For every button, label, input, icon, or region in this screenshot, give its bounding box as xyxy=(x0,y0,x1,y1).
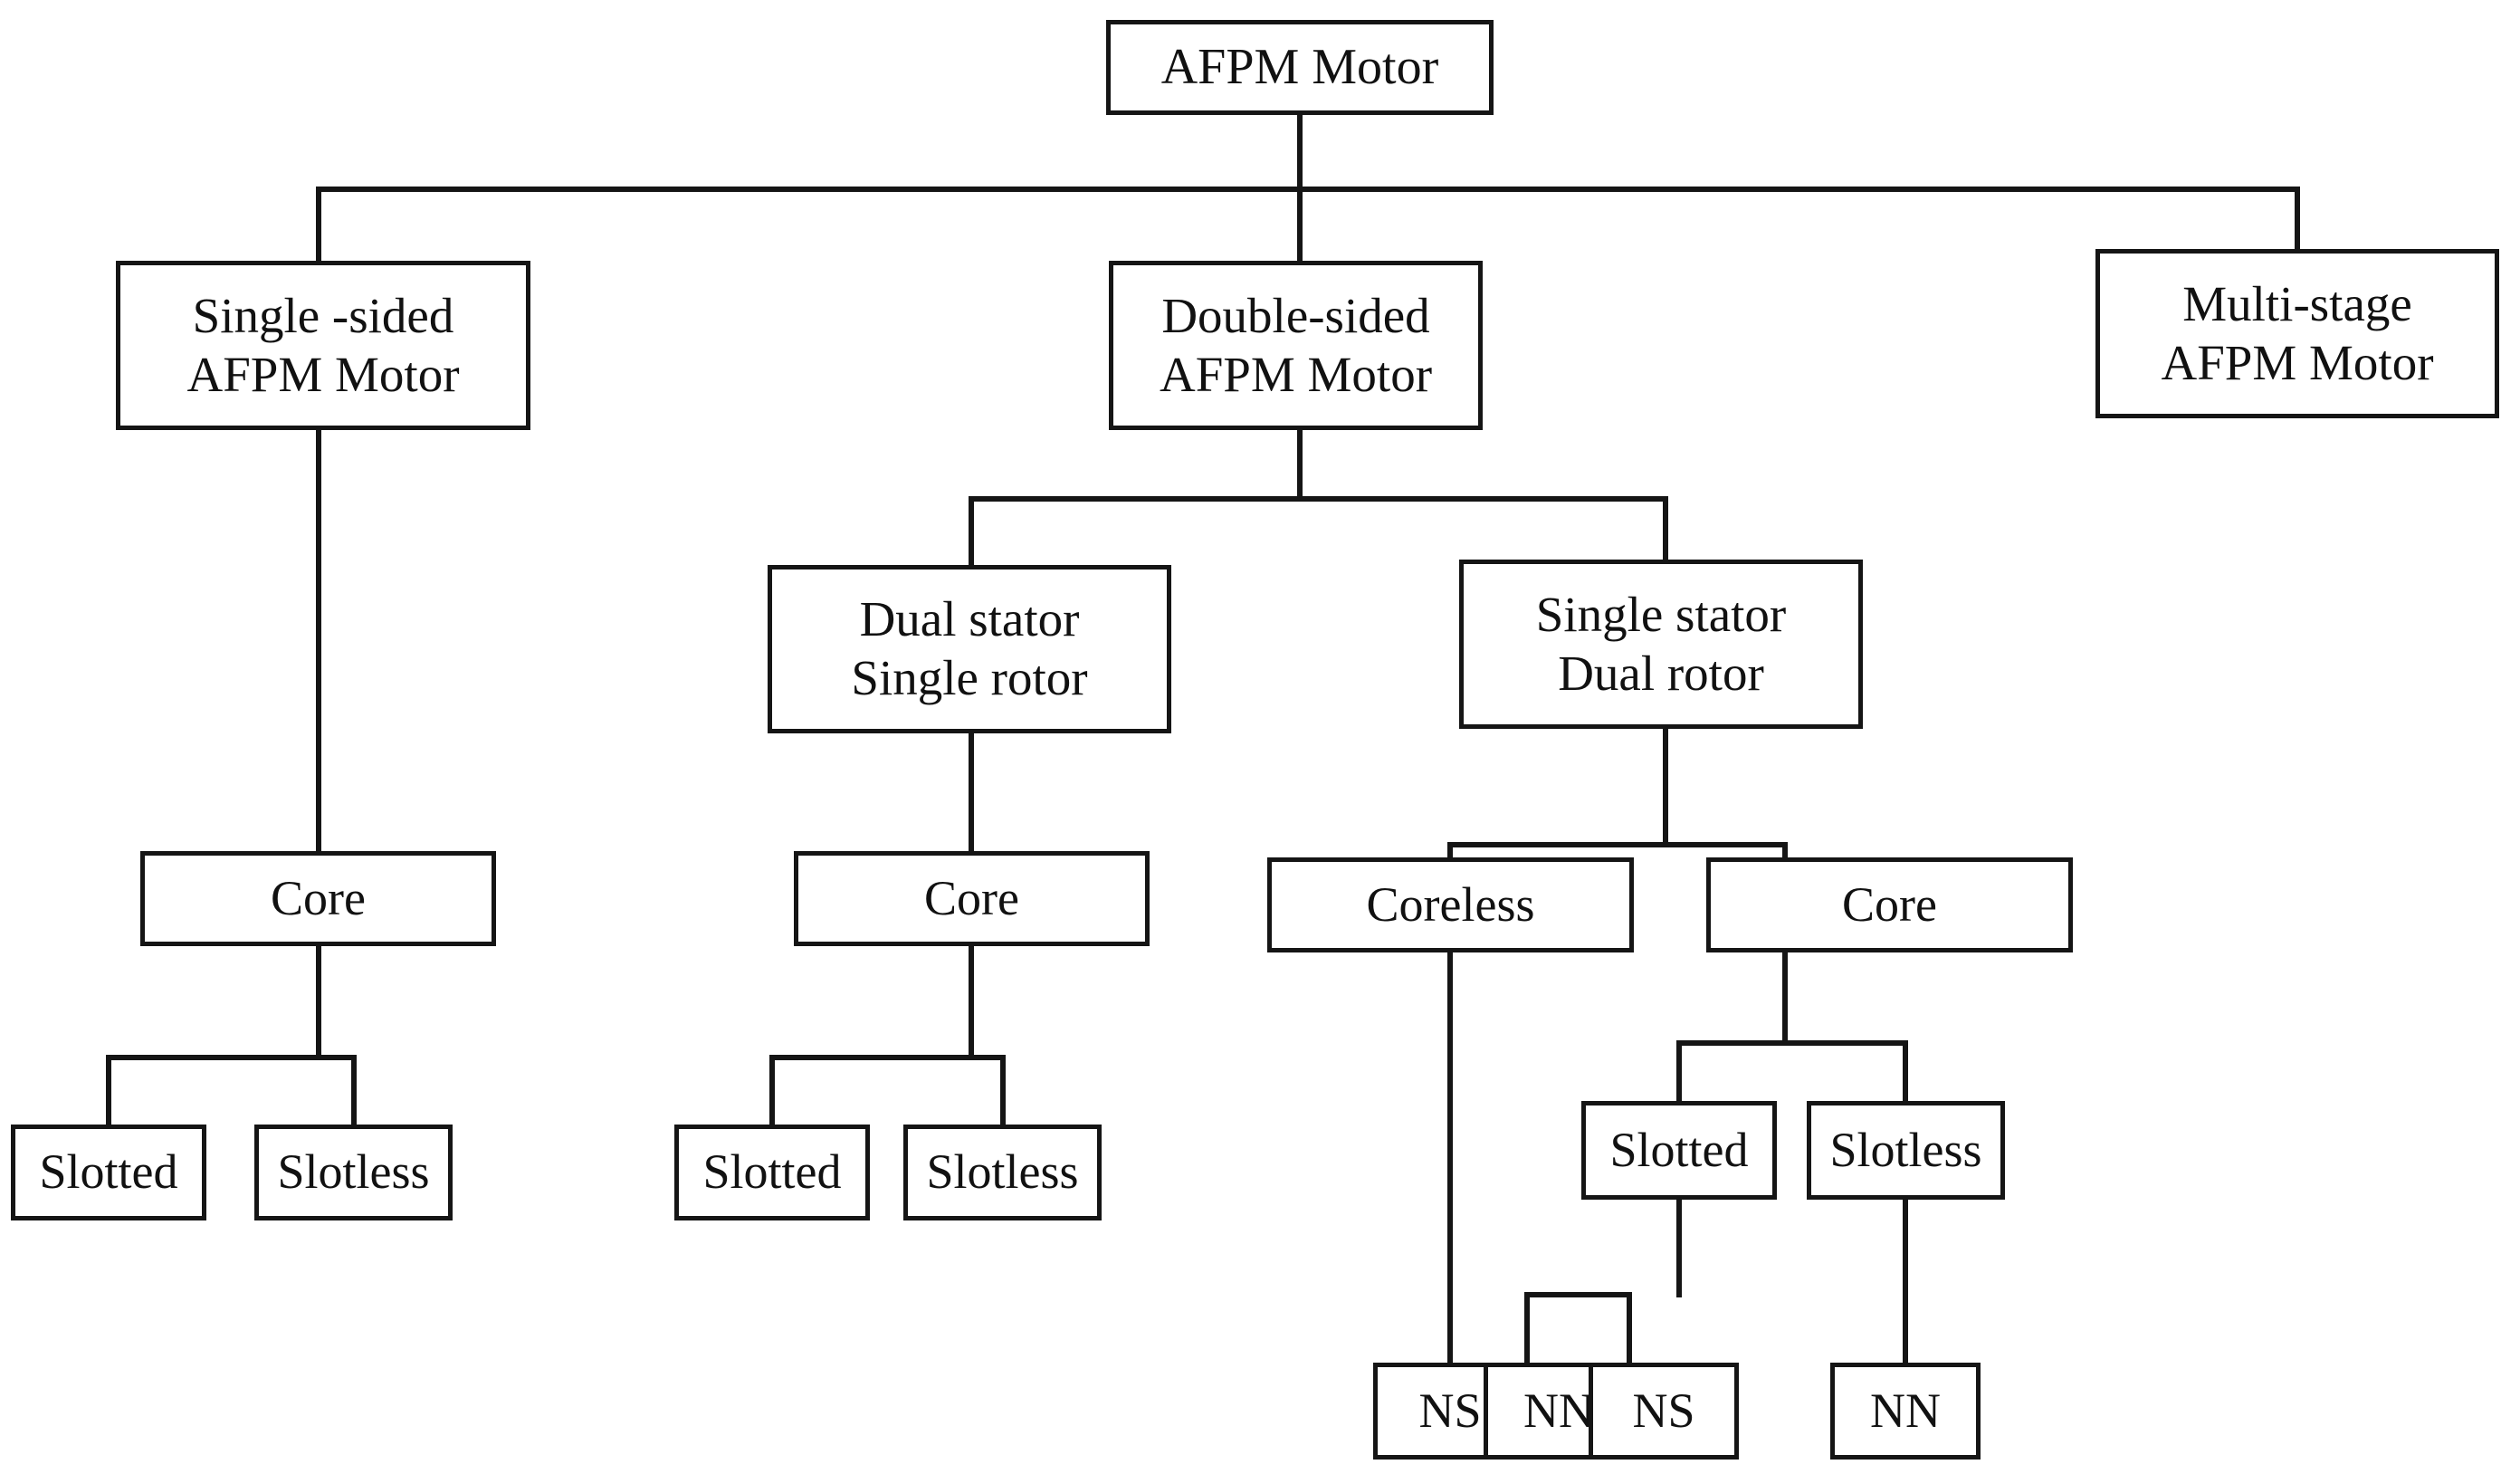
node-label-line-1: Single -sided xyxy=(192,287,454,343)
node-label-line-2: Single rotor xyxy=(851,650,1088,705)
node-slotted-right[interactable]: Slotted xyxy=(1581,1101,1777,1200)
node-core-middle[interactable]: Core xyxy=(794,851,1150,946)
node-ns-slotted[interactable]: NS xyxy=(1589,1363,1739,1460)
node-label: Slotted xyxy=(702,1144,842,1200)
node-slotted-left[interactable]: Slotted xyxy=(11,1125,206,1220)
node-label: Slotless xyxy=(1829,1122,1982,1177)
node-label: NS xyxy=(1632,1383,1695,1438)
node-label: Coreless xyxy=(1366,876,1535,932)
node-label: Slotted xyxy=(39,1144,178,1200)
node-single-sided-afpm-motor[interactable]: Single -sided AFPM Motor xyxy=(116,261,530,430)
node-multi-stage-afpm-motor[interactable]: Multi-stage AFPM Motor xyxy=(2095,249,2499,418)
node-coreless-right[interactable]: Coreless xyxy=(1267,857,1634,952)
node-label-line-1: Dual stator xyxy=(859,591,1080,647)
node-label: Slotless xyxy=(277,1144,430,1200)
node-label-line-1: Single stator xyxy=(1535,586,1787,642)
node-slotless-left[interactable]: Slotless xyxy=(254,1125,453,1220)
node-label-line-2: AFPM Motor xyxy=(1159,346,1433,402)
node-label: Core xyxy=(924,870,1019,925)
node-slotless-right[interactable]: Slotless xyxy=(1807,1101,2005,1200)
node-label-line-1: Multi-stage xyxy=(2182,275,2412,331)
node-label: Core xyxy=(1842,876,1937,932)
node-dual-stator-single-rotor[interactable]: Dual stator Single rotor xyxy=(768,565,1171,733)
node-label: AFPM Motor xyxy=(1160,39,1439,96)
node-label-line-2: Dual rotor xyxy=(1558,645,1764,701)
node-label-line-1: Double-sided xyxy=(1161,287,1430,343)
node-afpm-motor[interactable]: AFPM Motor xyxy=(1106,20,1494,115)
node-label-line-2: AFPM Motor xyxy=(186,346,460,402)
node-slotted-middle[interactable]: Slotted xyxy=(674,1125,870,1220)
node-label: Core xyxy=(271,870,366,925)
node-core-left[interactable]: Core xyxy=(140,851,496,946)
node-label: Slotted xyxy=(1609,1122,1749,1177)
node-label: NN xyxy=(1870,1383,1941,1438)
node-single-stator-dual-rotor[interactable]: Single stator Dual rotor xyxy=(1459,560,1863,729)
node-label: Slotless xyxy=(926,1144,1079,1200)
node-slotless-middle[interactable]: Slotless xyxy=(903,1125,1102,1220)
node-label: NS xyxy=(1418,1383,1482,1438)
node-double-sided-afpm-motor[interactable]: Double-sided AFPM Motor xyxy=(1109,261,1483,430)
node-nn-slotless[interactable]: NN xyxy=(1830,1363,1981,1460)
node-label: NN xyxy=(1523,1383,1594,1438)
node-core-right[interactable]: Core xyxy=(1706,857,2073,952)
node-label-line-2: AFPM Motor xyxy=(2161,334,2434,390)
